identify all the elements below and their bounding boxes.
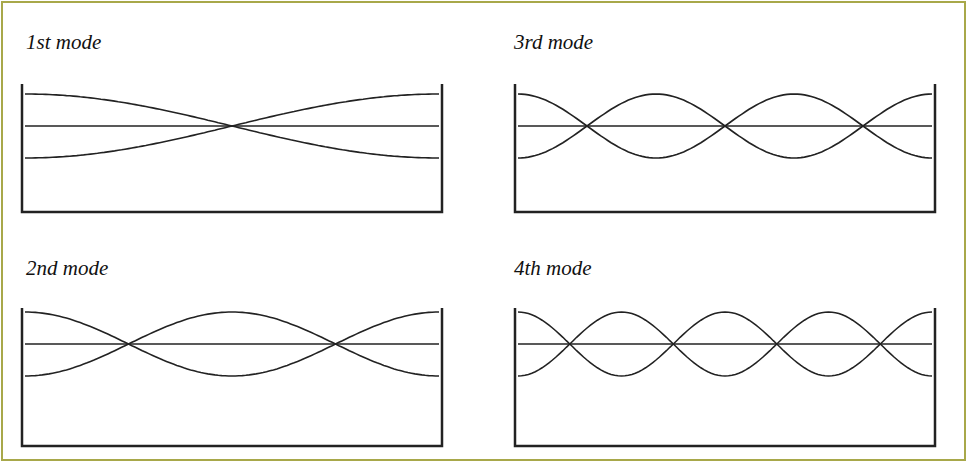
mode-label: 3rd mode [514,30,593,55]
wave-profile [25,312,439,376]
wave-profile [25,94,439,158]
tank-outline [515,308,935,446]
mode-label: 2nd mode [26,256,108,281]
mode-label: 4th mode [514,256,592,281]
wave-profile [518,312,932,376]
mode-label: 1st mode [26,30,101,55]
tank-outline [22,84,442,212]
tank-outline [22,308,442,446]
wave-profile [25,312,439,376]
wave-profile [25,94,439,158]
tank-outline [515,84,935,212]
still-water-line [25,343,439,345]
still-water-line [518,343,932,345]
wave-profile [518,94,932,158]
wave-profile [518,94,932,158]
wave-profile [518,312,932,376]
